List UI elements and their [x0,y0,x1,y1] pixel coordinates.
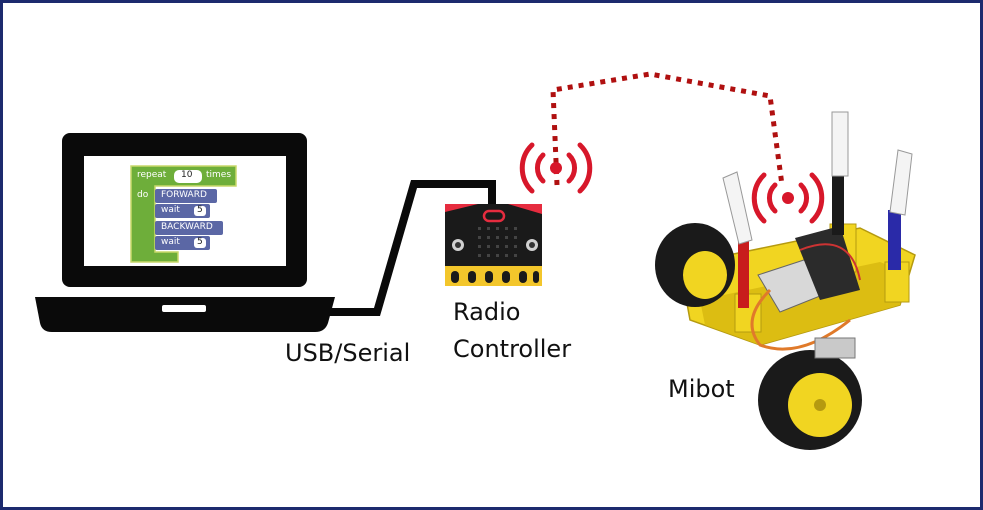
radio-label: Radio [453,298,521,326]
forward-block [155,189,217,203]
wait-label-2: wait [161,237,180,247]
usb-cable [320,180,496,316]
laptop-base [35,297,335,332]
radio-signal-icon-robot [751,172,825,224]
forward-label: FORWARD [161,190,207,200]
times-label: times [206,170,232,180]
repeat-count: 10 [181,170,193,180]
radio-link [550,71,785,186]
controller-label: Controller [453,335,572,363]
repeat-block [130,165,237,263]
mibot-robot [655,111,916,450]
radio-signal-icon-controller [519,142,593,194]
backward-block [155,221,223,235]
mibot-label: Mibot [668,375,735,403]
repeat-label: repeat [137,170,167,180]
wait-value-1: 5 [197,205,203,215]
wait-value-2: 5 [197,237,203,247]
usb-serial-label: USB/Serial [285,339,411,367]
microbit-controller [445,204,542,286]
do-label: do [137,190,149,200]
backward-label: BACKWARD [161,222,213,232]
wait-label-1: wait [161,205,180,215]
block-program [130,165,237,263]
trackpad-icon [162,305,206,312]
